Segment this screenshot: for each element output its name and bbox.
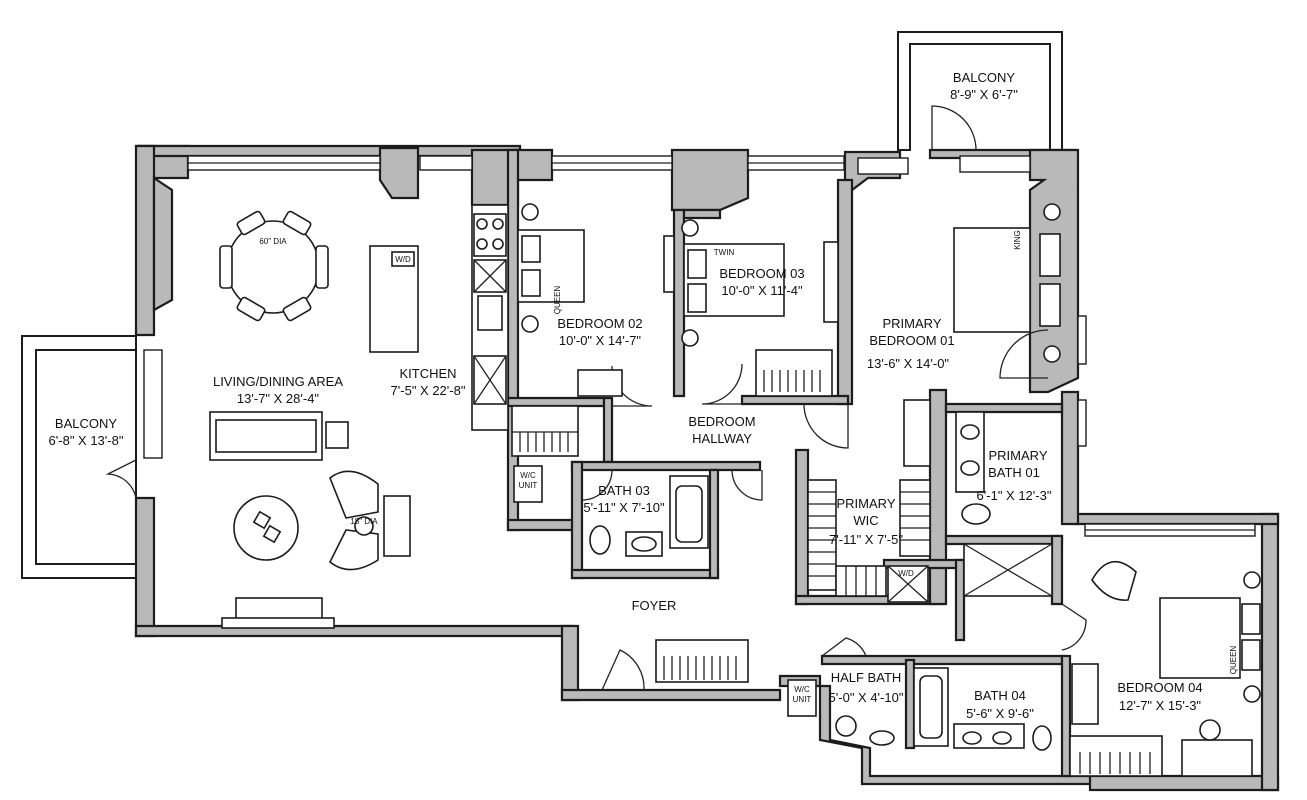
sofa <box>209 411 349 461</box>
bath-04-fixtures <box>913 663 1099 751</box>
half-bath-dims: 5'-0" X 4'-10" <box>829 690 904 705</box>
coffee-table <box>233 495 299 561</box>
wc-unit-a-label-2: UNIT <box>519 481 538 490</box>
kitchen-island <box>369 245 419 353</box>
hallway-name-2: HALLWAY <box>692 431 752 446</box>
wd-wic-label: W/D <box>898 569 914 578</box>
wc-unit-b <box>787 679 817 717</box>
bedroom02-dims: 10'-0" X 14'-7" <box>559 333 642 348</box>
bed-primary <box>903 203 1061 467</box>
hallway-name-1: BEDROOM <box>688 414 755 429</box>
bed-queen-b-label: QUEEN <box>1229 646 1238 675</box>
wic-closets <box>807 479 931 603</box>
wc-unit-a-label: W/C <box>520 471 536 480</box>
primary-bath-name-1: PRIMARY <box>989 448 1048 463</box>
bed-bedroom-02 <box>517 203 675 397</box>
bedroom03-dims: 10'-0" X 11'-4" <box>721 283 803 298</box>
bath03-dims: 5'-11" X 7'-10" <box>583 500 665 515</box>
wc-unit-b-label-2: UNIT <box>793 695 812 704</box>
wc-unit-a <box>513 465 543 503</box>
bedroom04-name: BEDROOM 04 <box>1117 680 1202 695</box>
wd-kitchen-label: W/D <box>395 255 411 264</box>
bedroom02-name: BEDROOM 02 <box>557 316 642 331</box>
bedroom04-dims: 12'-7" X 15'-3" <box>1119 698 1202 713</box>
wic-name-2: WIC <box>853 513 878 528</box>
bed-bedroom-04 <box>1069 561 1261 777</box>
balcony-top-name: BALCONY <box>953 70 1015 85</box>
table-dia-label: 60" DIA <box>259 237 287 246</box>
bath03-name: BATH 03 <box>598 483 650 498</box>
windows <box>143 155 1256 537</box>
half-bath-fixtures <box>835 715 895 746</box>
primary-bed-name-2: BEDROOM 01 <box>869 333 954 348</box>
primary-bed-name-1: PRIMARY <box>883 316 942 331</box>
primary-bath-name-2: BATH 01 <box>988 465 1040 480</box>
bedroom03-name: BEDROOM 03 <box>719 266 804 281</box>
living-name: LIVING/DINING AREA <box>213 374 343 389</box>
exterior-walls <box>21 31 1280 792</box>
kitchen-counter <box>471 204 509 431</box>
bath-03-fixtures <box>589 475 709 557</box>
lounge-chairs <box>328 470 411 571</box>
bath04-dims: 5'-6" X 9'-6" <box>966 706 1034 721</box>
bath04-name: BATH 04 <box>974 688 1026 703</box>
bed-king-label: KING <box>1013 230 1022 250</box>
kitchen-dims: 7'-5" X 22'-8" <box>391 383 466 398</box>
fireplace <box>221 597 335 629</box>
foyer-closet <box>655 639 749 683</box>
kitchen-name: KITCHEN <box>399 366 456 381</box>
bed-twin-label: TWIN <box>714 248 735 257</box>
foyer-name: FOYER <box>632 598 677 613</box>
wic-name-1: PRIMARY <box>837 496 896 511</box>
closet-bedroom-02 <box>511 405 579 457</box>
dining-set <box>219 210 329 322</box>
half-bath-name: HALF BATH <box>831 670 902 685</box>
balcony-left-dims: 6'-8" X 13'-8" <box>49 433 124 448</box>
bed-bedroom-03 <box>681 219 839 397</box>
wc-unit-b-label: W/C <box>794 685 810 694</box>
balcony-left-name: BALCONY <box>55 416 117 431</box>
primary-bed-dims: 13'-6" X 14'-0" <box>867 356 950 371</box>
balcony-top-dims: 8'-9" X 6'-7" <box>950 87 1018 102</box>
primary-bath-fixtures <box>955 411 1053 597</box>
interior-walls <box>506 148 1072 778</box>
bed-queen-a-label: QUEEN <box>553 286 562 315</box>
side-table-label: 18" DIA <box>350 517 378 526</box>
primary-bath-dims: 6'-1" X 12'-3" <box>977 488 1052 503</box>
wic-dims: 7'-11" X 7'-5" <box>829 532 903 547</box>
living-dims: 13'-7" X 28'-4" <box>237 391 320 406</box>
